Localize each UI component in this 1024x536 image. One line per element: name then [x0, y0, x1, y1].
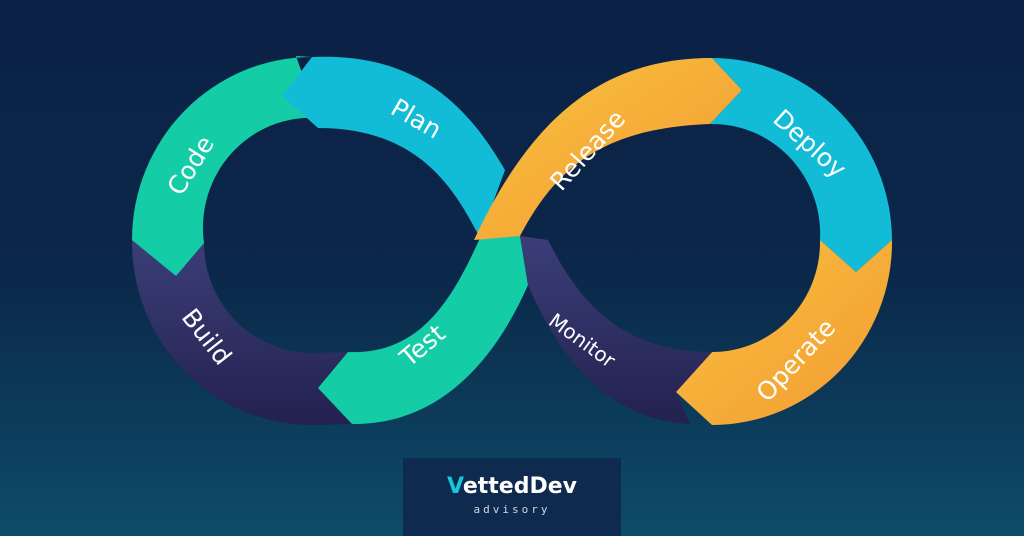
vetteddev-logo: VettedDev advisory — [403, 458, 621, 536]
segment-plan — [282, 56, 505, 238]
logo-tagline: advisory — [473, 503, 551, 516]
logo-wordmark-prefix: V — [447, 474, 463, 499]
logo-wordmark: VettedDev — [403, 474, 621, 499]
segment-test — [318, 236, 528, 425]
segment-release — [474, 58, 742, 240]
segment-monitor — [520, 236, 712, 424]
segment-deploy — [710, 58, 892, 272]
logo-wordmark-rest: ettedDev — [462, 474, 577, 499]
segment-operate — [676, 240, 893, 425]
segment-build — [131, 240, 352, 425]
segment-code — [132, 56, 318, 276]
